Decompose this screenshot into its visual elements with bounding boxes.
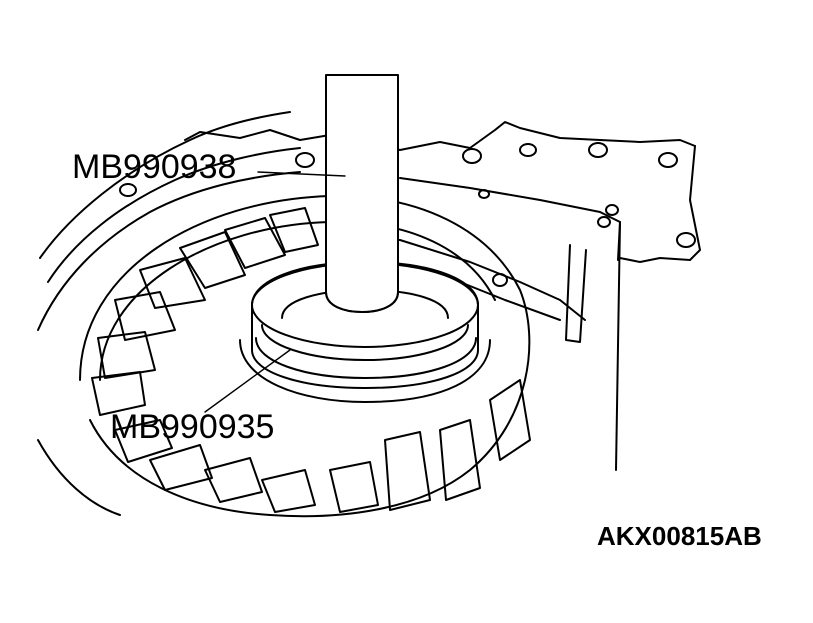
handle-shaft-base bbox=[325, 291, 399, 313]
handle-shaft bbox=[325, 74, 399, 313]
leader-line-installer bbox=[204, 349, 291, 413]
installer-body bbox=[251, 261, 479, 389]
housing-inner-arc bbox=[37, 171, 301, 331]
leader-line-handle bbox=[257, 171, 346, 177]
hub-outer-ring bbox=[79, 194, 531, 518]
flange-edge-right bbox=[619, 145, 701, 263]
housing-lower-arc bbox=[37, 439, 121, 516]
radial-vanes bbox=[91, 207, 531, 513]
installer-base-flare bbox=[239, 339, 491, 403]
installer-lip bbox=[255, 337, 477, 379]
installer-step bbox=[261, 324, 469, 361]
callout-handle-label: MB990938 bbox=[72, 148, 237, 186]
housing-body-right bbox=[399, 177, 621, 261]
callout-installer-label: MB990935 bbox=[110, 408, 275, 446]
housing-side-rib bbox=[565, 244, 587, 343]
housing-rim-arc bbox=[47, 147, 301, 283]
figure-code: AKX00815AB bbox=[597, 521, 762, 551]
hub-bottom-ring bbox=[89, 419, 271, 516]
housing-outer-arc bbox=[39, 111, 291, 259]
hub-inner-ring bbox=[99, 220, 496, 381]
housing-side-face bbox=[615, 221, 621, 471]
bolt-holes bbox=[119, 142, 696, 287]
housing-flange bbox=[184, 121, 696, 151]
